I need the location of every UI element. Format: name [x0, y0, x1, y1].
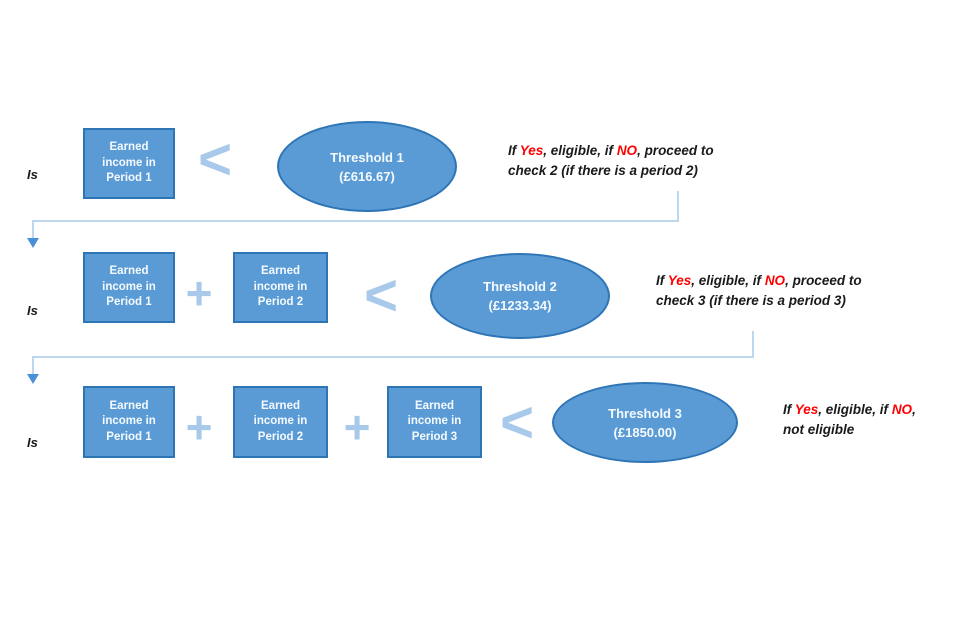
- is-label-check3: Is: [27, 435, 38, 450]
- plus-symbol: +: [185, 401, 213, 453]
- less-than-symbol: <: [198, 127, 232, 192]
- threshold-name: Threshold 2: [483, 279, 557, 294]
- box-text-line: Earned: [415, 399, 454, 412]
- box-text-line: income in: [102, 156, 156, 169]
- is-label-check2: Is: [27, 303, 38, 318]
- less-than-symbol: <: [500, 390, 534, 455]
- threshold-amount: (£1233.34): [488, 298, 552, 313]
- earned-income-period2-box: Earned income in Period 2: [233, 252, 328, 323]
- note-line: If Yes, eligible, if NO, proceed to: [508, 143, 714, 158]
- connector2-vertical-left: [32, 358, 34, 374]
- check1-note: If Yes, eligible, if NO, proceed to chec…: [508, 141, 714, 181]
- threshold1-ellipse: Threshold 1 (£616.67): [277, 121, 457, 212]
- yes-word: Yes: [519, 143, 544, 158]
- box-text-line: income in: [407, 415, 462, 428]
- threshold-name: Threshold 3: [608, 405, 682, 421]
- connector2-arrowhead-icon: [27, 374, 39, 384]
- connector2-horizontal: [32, 356, 754, 358]
- note-line: check 2 (if there is a period 2): [508, 163, 698, 178]
- note-line: If Yes, eligible, if NO,: [783, 402, 916, 417]
- box-text-line: income in: [253, 415, 308, 428]
- earned-income-period1-box: Earned income in Period 1: [83, 128, 175, 199]
- check2-note: If Yes, eligible, if NO, proceed to chec…: [656, 271, 862, 311]
- earned-income-period1-box: Earned income in Period 1: [83, 252, 175, 323]
- yes-word: Yes: [794, 402, 819, 417]
- threshold-amount: (£1850.00): [613, 424, 677, 440]
- earned-income-period1-box: Earned income in Period 1: [83, 386, 175, 458]
- threshold2-ellipse: Threshold 2 (£1233.34): [430, 253, 610, 339]
- no-word: NO: [764, 273, 786, 288]
- threshold-name: Threshold 1: [330, 149, 404, 165]
- box-text-line: income in: [253, 280, 308, 293]
- box-text-line: Period 2: [257, 430, 304, 443]
- box-text-line: Period 1: [106, 430, 152, 443]
- no-word: NO: [891, 402, 913, 417]
- plus-symbol: +: [185, 267, 213, 319]
- box-text-line: Period 1: [106, 172, 152, 185]
- earned-income-period3-box: Earned income in Period 3: [387, 386, 482, 458]
- box-text-line: Earned: [261, 399, 300, 412]
- threshold-amount: (£616.67): [339, 168, 395, 184]
- box-text-line: Period 2: [257, 296, 304, 309]
- note-line: check 3 (if there is a period 3): [656, 293, 846, 308]
- note-line: If Yes, eligible, if NO, proceed to: [656, 273, 862, 288]
- box-text-line: Period 3: [411, 430, 458, 443]
- box-text-line: Earned: [109, 265, 149, 278]
- plus-symbol: +: [343, 401, 371, 453]
- box-text-line: Earned: [109, 141, 149, 154]
- no-word: NO: [616, 143, 638, 158]
- box-text-line: income in: [102, 280, 156, 293]
- connector1-vertical-left: [32, 222, 34, 239]
- earned-income-period2-box: Earned income in Period 2: [233, 386, 328, 458]
- less-than-symbol: <: [364, 263, 398, 328]
- box-text-line: Period 1: [106, 296, 152, 309]
- check3-note: If Yes, eligible, if NO, not eligible: [783, 400, 916, 440]
- box-text-line: income in: [102, 415, 156, 428]
- connector1-vertical-right: [677, 191, 679, 221]
- connector2-vertical-right: [752, 331, 754, 358]
- is-label-check1: Is: [27, 167, 38, 182]
- connector1-horizontal: [32, 220, 679, 222]
- connector1-arrowhead-icon: [27, 238, 39, 248]
- threshold3-ellipse: Threshold 3 (£1850.00): [552, 382, 738, 463]
- box-text-line: Earned: [261, 265, 300, 278]
- box-text-line: Earned: [109, 399, 149, 412]
- yes-word: Yes: [667, 273, 692, 288]
- note-line: not eligible: [783, 422, 855, 437]
